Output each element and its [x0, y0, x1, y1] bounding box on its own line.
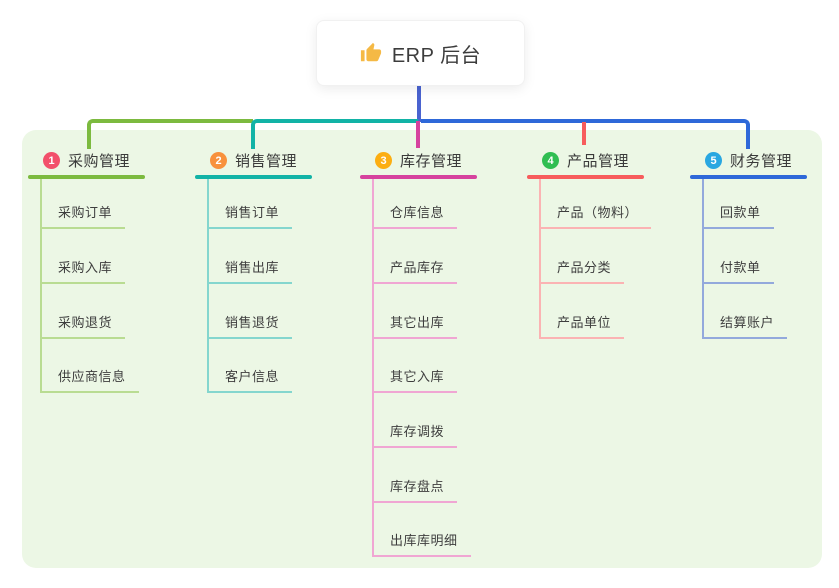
branch-children: 采购订单 采购入库 采购退货 供应商信息 [40, 179, 139, 394]
child-item[interactable]: 其它入库 [372, 366, 458, 394]
branch-children: 回款单 付款单 结算账户 [702, 179, 788, 339]
branch-product: 4 产品管理 产品（物料） 产品分类 产品单位 [527, 146, 652, 339]
child-item[interactable]: 库存盘点 [372, 476, 458, 503]
child-item[interactable]: 销售出库 [207, 257, 293, 284]
branch-children: 销售订单 销售出库 销售退货 客户信息 [207, 179, 293, 394]
child-item[interactable]: 回款单 [702, 202, 774, 230]
branch-finance: 5 财务管理 回款单 付款单 结算账户 [690, 146, 807, 339]
branch-title: 产品管理 [567, 153, 630, 170]
branch-title: 财务管理 [730, 153, 793, 170]
branch-rule [28, 175, 145, 179]
child-item[interactable]: 结算账户 [702, 312, 788, 339]
root-label: ERP 后台 [391, 44, 482, 67]
branch-child-line [207, 179, 209, 393]
branch-title: 销售管理 [235, 153, 298, 170]
modules-panel [22, 130, 822, 568]
child-item[interactable]: 供应商信息 [40, 366, 139, 394]
child-item[interactable]: 其它出库 [372, 312, 458, 339]
child-item[interactable]: 客户信息 [207, 366, 293, 394]
branch-children: 仓库信息 产品库存 其它出库 其它入库 库存调拨 库存盘点 出库库明细 [372, 179, 471, 558]
child-item[interactable]: 仓库信息 [372, 202, 458, 230]
child-item[interactable]: 产品（物料） [539, 202, 652, 230]
branch-children: 产品（物料） 产品分类 产品单位 [539, 179, 652, 339]
branch-rule [527, 175, 644, 179]
root-node[interactable]: ERP 后台 [316, 20, 525, 86]
child-item[interactable]: 出库库明细 [372, 530, 471, 558]
branch-rule [195, 175, 312, 179]
branch-number-badge: 1 [43, 152, 60, 169]
branch-title-row[interactable]: 2 销售管理 [195, 146, 312, 175]
branch-number-badge: 2 [210, 152, 227, 169]
child-item[interactable]: 销售订单 [207, 202, 293, 230]
branch-title-row[interactable]: 5 财务管理 [690, 146, 807, 175]
branch-number-badge: 4 [542, 152, 559, 169]
connector-branch-4 [582, 122, 586, 145]
branch-title: 库存管理 [400, 153, 463, 170]
branch-rule [690, 175, 807, 179]
branch-sales: 2 销售管理 销售订单 销售出库 销售退货 客户信息 [195, 146, 312, 394]
connector-branch-1 [87, 119, 253, 149]
branch-child-line [539, 179, 541, 339]
branch-number-badge: 5 [705, 152, 722, 169]
branch-child-line [40, 179, 42, 393]
branch-title: 采购管理 [68, 153, 131, 170]
branch-title-row[interactable]: 4 产品管理 [527, 146, 644, 175]
child-item[interactable]: 付款单 [702, 257, 774, 284]
connector-branch-3 [416, 121, 420, 148]
child-item[interactable]: 产品库存 [372, 257, 458, 284]
connector-branch-2 [251, 119, 418, 149]
child-item[interactable]: 采购退货 [40, 312, 126, 339]
child-item[interactable]: 采购入库 [40, 257, 126, 284]
branch-number-badge: 3 [375, 152, 392, 169]
branch-title-row[interactable]: 1 采购管理 [28, 146, 145, 175]
thumbs-up-icon [360, 42, 381, 62]
child-item[interactable]: 库存调拨 [372, 421, 458, 448]
connector-branch-5 [421, 119, 750, 149]
branch-child-line [372, 179, 374, 557]
branch-rule [360, 175, 477, 179]
root-connector-line [417, 84, 421, 122]
child-item[interactable]: 产品分类 [539, 257, 625, 284]
branch-child-line [702, 179, 704, 339]
branch-inventory: 3 库存管理 仓库信息 产品库存 其它出库 其它入库 库存调拨 库存盘点 出库库… [360, 146, 477, 558]
branch-title-row[interactable]: 3 库存管理 [360, 146, 477, 175]
branch-purchase: 1 采购管理 采购订单 采购入库 采购退货 供应商信息 [28, 146, 145, 394]
child-item[interactable]: 采购订单 [40, 202, 126, 230]
child-item[interactable]: 产品单位 [539, 312, 625, 339]
child-item[interactable]: 销售退货 [207, 312, 293, 339]
